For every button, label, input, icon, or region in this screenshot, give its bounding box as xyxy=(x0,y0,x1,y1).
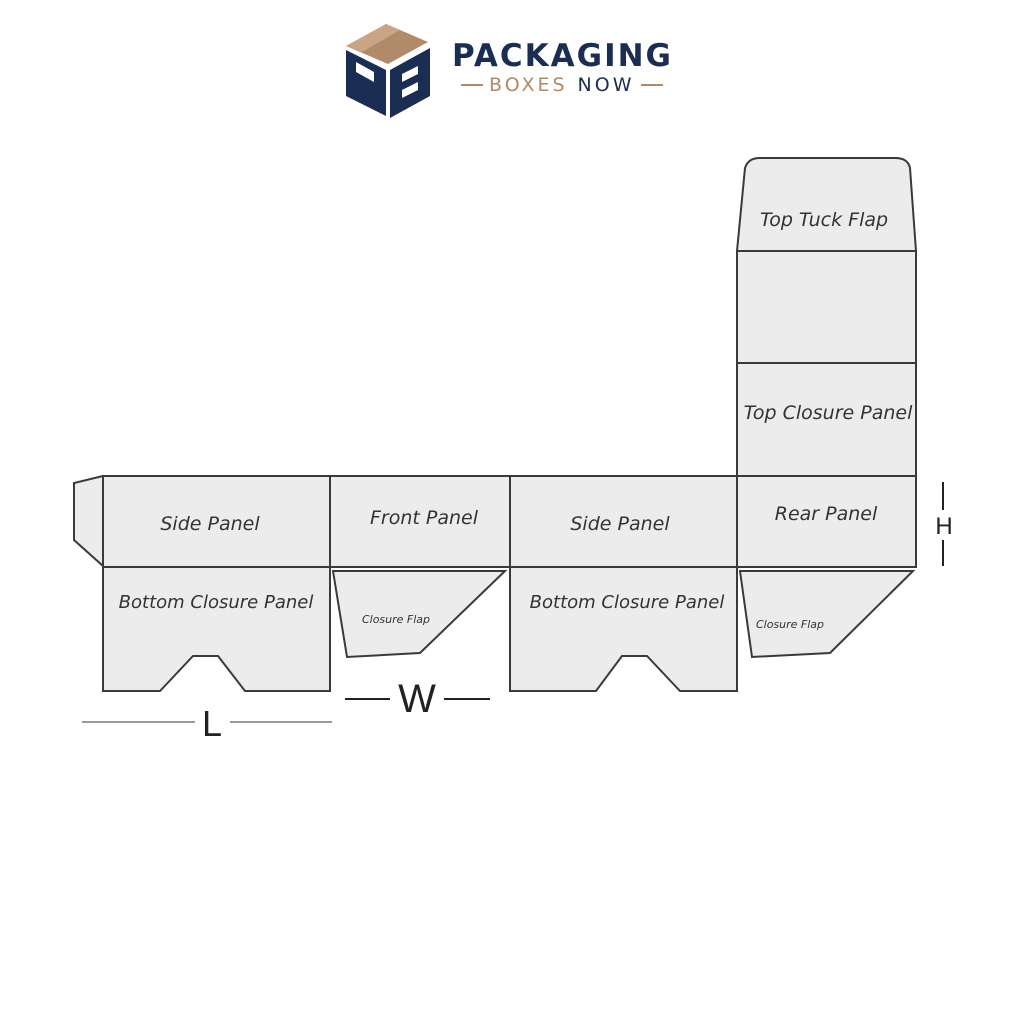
label-closure-flap-2: Closure Flap xyxy=(756,618,824,631)
label-side-panel-2: Side Panel xyxy=(570,513,670,535)
bottom-closure-panel-2 xyxy=(509,566,738,692)
label-bottom-closure-panel-2: Bottom Closure Panel xyxy=(530,592,725,613)
divider xyxy=(640,84,663,86)
side-panel-1 xyxy=(102,475,331,568)
pb-box-logo-icon xyxy=(346,24,430,118)
closure-flap-1 xyxy=(331,570,508,659)
label-side-panel-1: Side Panel xyxy=(160,513,260,535)
label-bottom-closure-panel-1: Bottom Closure Panel xyxy=(119,592,314,613)
brand-name-boxes: BOXES xyxy=(489,74,568,96)
brand-name-now: NOW xyxy=(577,74,635,96)
label-front-panel: Front Panel xyxy=(370,507,479,529)
brand-name-line2: BOXES NOW xyxy=(455,74,669,96)
brand-name-line1: PACKAGING xyxy=(452,38,673,74)
label-closure-flap-1: Closure Flap xyxy=(362,613,430,626)
label-rear-panel: Rear Panel xyxy=(775,503,878,525)
rear-panel xyxy=(736,475,917,568)
closure-flap-2 xyxy=(738,570,916,659)
length-label: L xyxy=(202,703,222,744)
glue-flap xyxy=(73,474,104,569)
top-tuck-flap xyxy=(735,157,918,252)
height-label: H xyxy=(935,513,952,540)
upper-panel xyxy=(736,250,917,364)
label-top-tuck-flap: Top Tuck Flap xyxy=(760,209,888,231)
side-panel-2 xyxy=(509,475,738,568)
label-top-closure-panel: Top Closure Panel xyxy=(744,402,913,424)
divider xyxy=(461,84,483,86)
bottom-closure-panel-1 xyxy=(102,566,331,692)
width-label: W xyxy=(398,677,436,721)
